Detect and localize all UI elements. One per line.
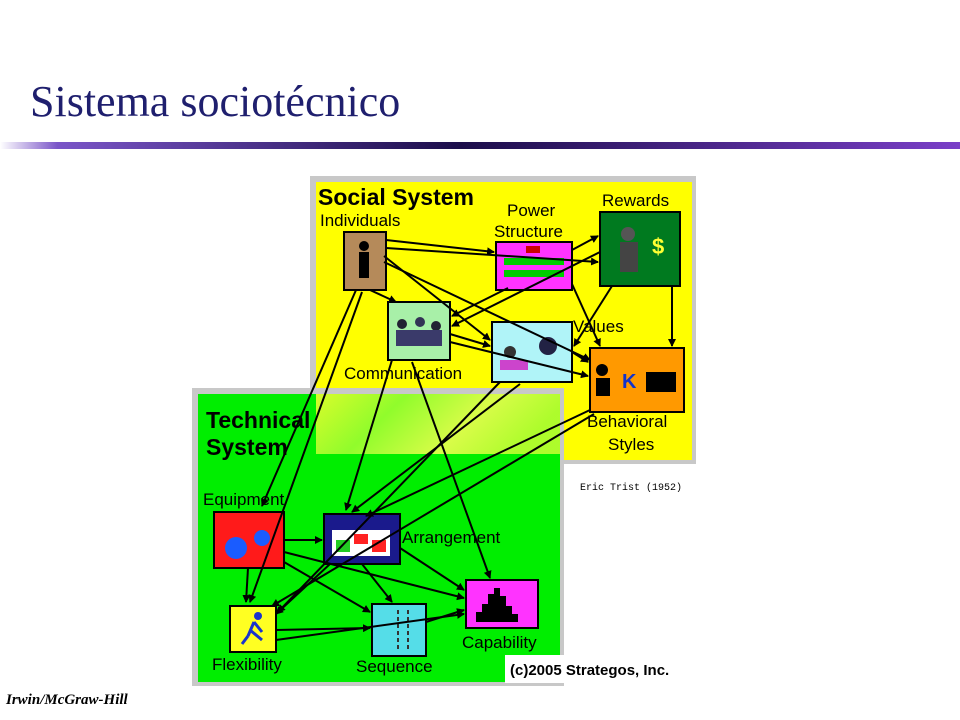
arrow-individuals-equipment <box>261 289 357 507</box>
label-communication: Communication <box>344 364 462 383</box>
arrow-communication-arrangement <box>344 359 393 511</box>
arrow-values-arrangement <box>351 383 521 513</box>
arrow-communication-behavioral <box>449 341 589 379</box>
arrow-individuals-flexibility <box>248 291 363 603</box>
footer-publisher: Irwin/McGraw-Hill <box>6 692 128 708</box>
connection-arrows <box>242 235 676 641</box>
label-values: Values <box>573 317 624 336</box>
label-arrangement: Arrangement <box>402 528 501 547</box>
arrow-values-flexibility <box>277 381 501 613</box>
arrow-equipment-flexibility <box>242 567 251 603</box>
arrow-arrangement-capability <box>399 547 465 591</box>
label-flexibility: Flexibility <box>212 655 282 674</box>
arrow-arrangement-sequence <box>361 563 393 603</box>
arrow-equipment-capability <box>283 551 465 601</box>
figure-icon: K <box>622 371 637 393</box>
label-power: Power <box>507 201 556 220</box>
node-communication: Communication <box>344 301 462 383</box>
node-rewards: $ Rewards <box>599 191 681 287</box>
node-power-structure: Power Structure <box>494 201 573 291</box>
arrow-individuals-behavioral <box>383 261 591 361</box>
arrow-sequence-capability <box>425 608 465 623</box>
social-system-heading: Social System <box>318 184 474 210</box>
node-individuals: Individuals <box>320 211 400 291</box>
arrow-equipment-sequence <box>283 561 371 613</box>
label-rewards: Rewards <box>602 191 669 210</box>
arrow-individuals-power <box>385 239 495 256</box>
arrow-behavioral-arrangement <box>365 409 591 517</box>
arrow-arrangement-flexibility <box>275 563 331 615</box>
copyright-text: (c)2005 Strategos, Inc. <box>510 662 669 679</box>
arrow-communication-capability <box>411 361 492 579</box>
label-individuals: Individuals <box>320 211 400 230</box>
dollar-icon: $ <box>652 234 664 259</box>
node-flexibility: Flexibility <box>212 605 282 674</box>
label-equipment: Equipment <box>203 490 285 509</box>
label-styles: Styles <box>608 435 654 454</box>
arrow-power-behavioral <box>571 283 601 347</box>
technical-system-heading-line1: Technical <box>206 407 310 433</box>
node-behavioral-styles: K Behavioral Styles <box>587 347 685 454</box>
arrow-individuals-rewards <box>385 247 599 266</box>
arrow-behavioral-flexibility <box>271 413 595 607</box>
arrow-communication-values <box>449 333 491 348</box>
arrow-power-rewards <box>571 235 599 251</box>
arrow-rewards-values <box>573 285 613 347</box>
arrow-power-communication <box>451 287 509 317</box>
label-capability: Capability <box>462 633 537 652</box>
arrow-flexibility-capability <box>275 610 465 641</box>
label-sequence: Sequence <box>356 657 433 676</box>
node-equipment: Equipment <box>203 490 285 569</box>
technical-system-heading-line2: System <box>206 434 288 460</box>
arrow-individuals-communication <box>369 289 397 303</box>
label-behavioral: Behavioral <box>587 412 667 431</box>
label-structure: Structure <box>494 222 563 241</box>
credit-text: Eric Trist (1952) <box>580 482 682 494</box>
node-arrangement: Arrangement <box>323 513 501 565</box>
slide-title: Sistema sociotécnico <box>30 77 401 126</box>
node-sequence: Sequence <box>356 603 433 676</box>
arrow-rewards-communication <box>451 251 601 327</box>
title-divider <box>0 142 960 149</box>
node-capability: Capability <box>462 579 539 652</box>
arrow-values-behavioral <box>571 351 589 363</box>
